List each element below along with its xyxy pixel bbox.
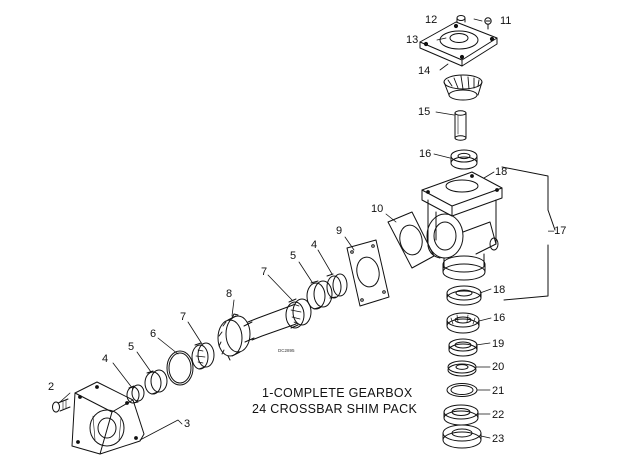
callout-16b: 16 bbox=[493, 312, 506, 324]
caption-line-1: 1-COMPLETE GEARBOX bbox=[262, 386, 413, 400]
upper-bearing bbox=[450, 149, 478, 170]
top-bevel-gear bbox=[443, 74, 483, 101]
input-flange-housing bbox=[71, 381, 145, 455]
flange-gasket bbox=[346, 239, 390, 307]
input-shaft-gear bbox=[217, 304, 297, 361]
callout-5b: 5 bbox=[290, 250, 297, 262]
callout-23: 23 bbox=[492, 433, 505, 445]
caption-line-2: 24 CROSSBAR SHIM PACK bbox=[252, 402, 418, 416]
callout-12: 12 bbox=[425, 14, 438, 26]
callout-7b: 7 bbox=[261, 266, 268, 278]
callout-19: 19 bbox=[492, 338, 505, 350]
callout-7: 7 bbox=[180, 311, 187, 323]
callout-2: 2 bbox=[48, 381, 55, 393]
callout-4b: 4 bbox=[311, 239, 318, 251]
upper-bearing-cup bbox=[306, 280, 333, 310]
callout-8: 8 bbox=[226, 288, 233, 300]
oil-seal bbox=[443, 404, 479, 426]
callout-20: 20 bbox=[492, 361, 505, 373]
callout-17: –17 bbox=[548, 225, 567, 237]
input-shaft-bearing bbox=[285, 298, 312, 329]
callout-13: 13 bbox=[406, 34, 419, 46]
callout-18b: 18 bbox=[493, 284, 506, 296]
callout-9: 9 bbox=[336, 225, 343, 237]
gearbox-housing bbox=[421, 171, 503, 281]
cover-screw bbox=[484, 17, 492, 30]
callout-6: 6 bbox=[150, 328, 157, 340]
callout-3: 3 bbox=[184, 418, 191, 430]
input-bearing bbox=[191, 342, 215, 370]
callout-4: 4 bbox=[102, 353, 109, 365]
lower-seal-ring bbox=[446, 285, 482, 306]
bottom-cap bbox=[442, 424, 482, 449]
snap-ring bbox=[446, 383, 478, 397]
callout-16: 16 bbox=[419, 148, 432, 160]
bearing-cup bbox=[448, 338, 478, 357]
callout-5: 5 bbox=[128, 341, 135, 353]
leader-lines bbox=[59, 18, 495, 441]
callout-21: 21 bbox=[492, 385, 505, 397]
upper-seal-ring bbox=[326, 273, 348, 299]
flange-bolt bbox=[52, 398, 71, 413]
callout-14: 14 bbox=[418, 65, 431, 77]
lower-bearing bbox=[446, 312, 480, 334]
top-cover-plate bbox=[419, 21, 498, 67]
housing-gasket bbox=[387, 211, 435, 269]
vent-plug bbox=[456, 15, 466, 23]
callout-18: 18 bbox=[495, 166, 508, 178]
input-oring bbox=[166, 350, 194, 386]
callout-10: 10 bbox=[371, 203, 384, 215]
input-seal bbox=[126, 384, 145, 404]
vertical-shaft bbox=[454, 110, 467, 141]
callout-11: 11 bbox=[500, 15, 512, 27]
figure-code: DC2895 bbox=[278, 348, 295, 353]
callout-22: 22 bbox=[492, 409, 505, 421]
callout-15: 15 bbox=[418, 106, 431, 118]
lower-shim bbox=[447, 360, 477, 377]
input-bearing-cup bbox=[144, 369, 168, 395]
housing-bracket-17 bbox=[501, 166, 556, 301]
